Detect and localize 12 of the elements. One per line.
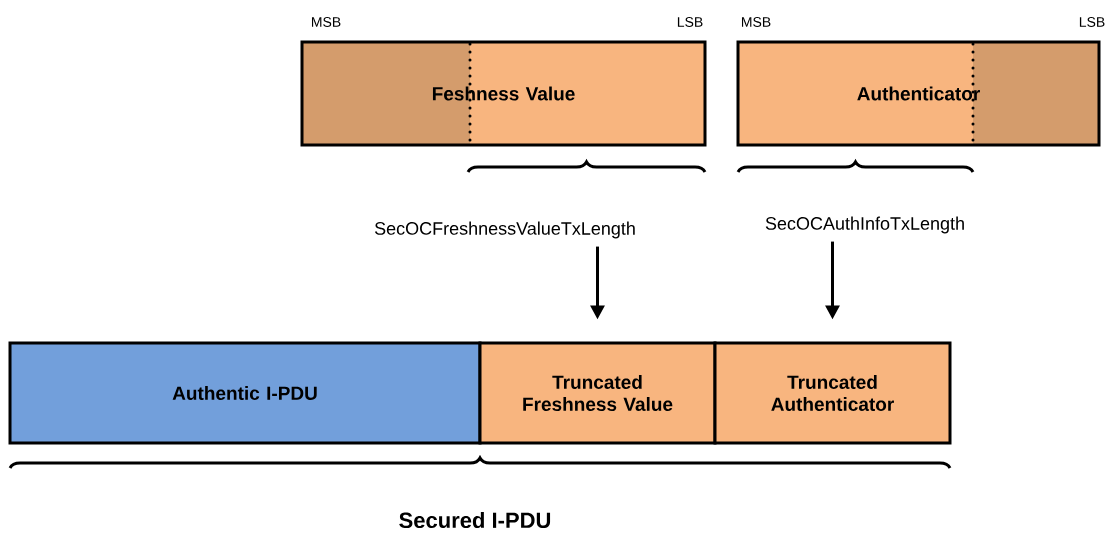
field-box: Truncated Freshness Value (478, 341, 717, 445)
field-box: Authentic I-PDU (8, 341, 482, 445)
bit-order-label: MSB (742, 17, 771, 27)
bit-order-label: LSB (677, 17, 703, 27)
parameter-text: SecOCFreshnessValueTxLength (374, 221, 635, 239)
bit-order-label: LSB (1079, 17, 1105, 27)
field-box: Feshness Value (300, 40, 707, 147)
bit-order-label: MSB (312, 17, 341, 27)
total-label: Secured I-PDU (399, 511, 551, 529)
field-box: Authenticator (736, 40, 1101, 147)
parameter-text: SecOCAuthInfoTxLength (765, 216, 964, 234)
field-box: Truncated Authenticator (713, 341, 952, 445)
